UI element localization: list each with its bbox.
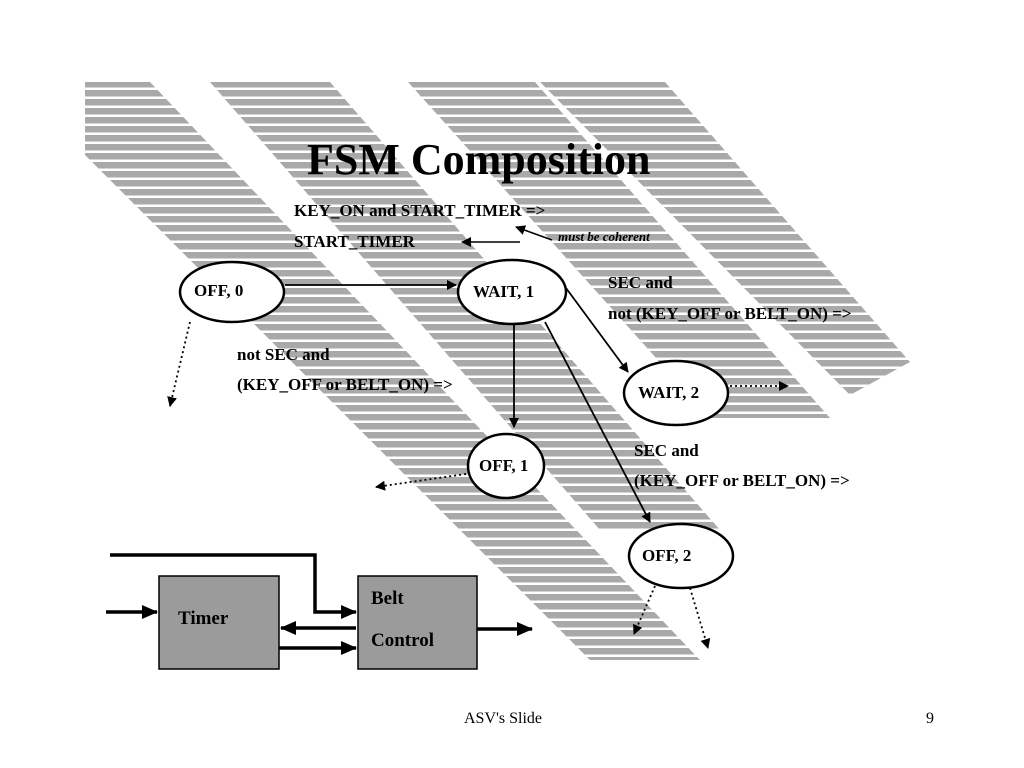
label-wait1-off1-line1: not SEC and: [237, 345, 330, 364]
label-wait1-off2-line2: (KEY_OFF or BELT_ON) =>: [634, 471, 850, 490]
belt-block-label-line2: Control: [371, 630, 434, 651]
slide-footer: ASV's Slide: [464, 710, 543, 727]
timer-block-label: Timer: [178, 608, 229, 629]
slide-title: FSM Composition: [307, 135, 651, 184]
dotted-arrow-off2-left: [633, 585, 656, 635]
state-off2-label: OFF, 2: [642, 546, 692, 565]
label-wait1-wait2-line2: not (KEY_OFF or BELT_ON) =>: [608, 304, 852, 323]
annotation-line1: KEY_ON and START_TIMER =>: [294, 201, 546, 220]
dotted-arrow-off1: [375, 473, 467, 491]
stripe-band-3: [408, 82, 830, 418]
label-wait1-off1-line2: (KEY_OFF or BELT_ON) =>: [237, 375, 453, 394]
dotted-arrow-off0: [167, 321, 191, 407]
dotted-arrow-off2-right: [689, 587, 711, 649]
state-wait2-label: WAIT, 2: [638, 383, 700, 402]
top-input-wire: [110, 553, 357, 619]
stripe-band-4: [540, 82, 910, 395]
state-off0-label: OFF, 0: [194, 281, 244, 300]
stripe-band-1: [85, 82, 700, 660]
state-off1-ellipse: [466, 432, 546, 500]
label-wait1-off2-line1: SEC and: [634, 441, 699, 460]
slide-page-number: 9: [926, 710, 934, 727]
timer-block: [158, 575, 280, 670]
state-wait1-label: WAIT, 1: [473, 282, 535, 301]
state-wait2-ellipse: [622, 359, 730, 427]
coherent-arrow: [515, 225, 553, 241]
state-off2-ellipse: [627, 522, 735, 590]
coherent-note: must be coherent: [558, 229, 650, 244]
annotation-line2: START_TIMER: [294, 232, 415, 251]
transition-wait1-to-wait2: [565, 287, 629, 373]
belt-control-block: [357, 575, 478, 670]
transition-wait1-to-off2: [544, 321, 651, 523]
belt-block-label-line1: Belt: [371, 588, 404, 609]
state-wait1-ellipse: [456, 258, 568, 326]
label-wait1-wait2-line1: SEC and: [608, 273, 673, 292]
state-off0-ellipse: [178, 260, 286, 324]
state-off1-label: OFF, 1: [479, 456, 529, 475]
